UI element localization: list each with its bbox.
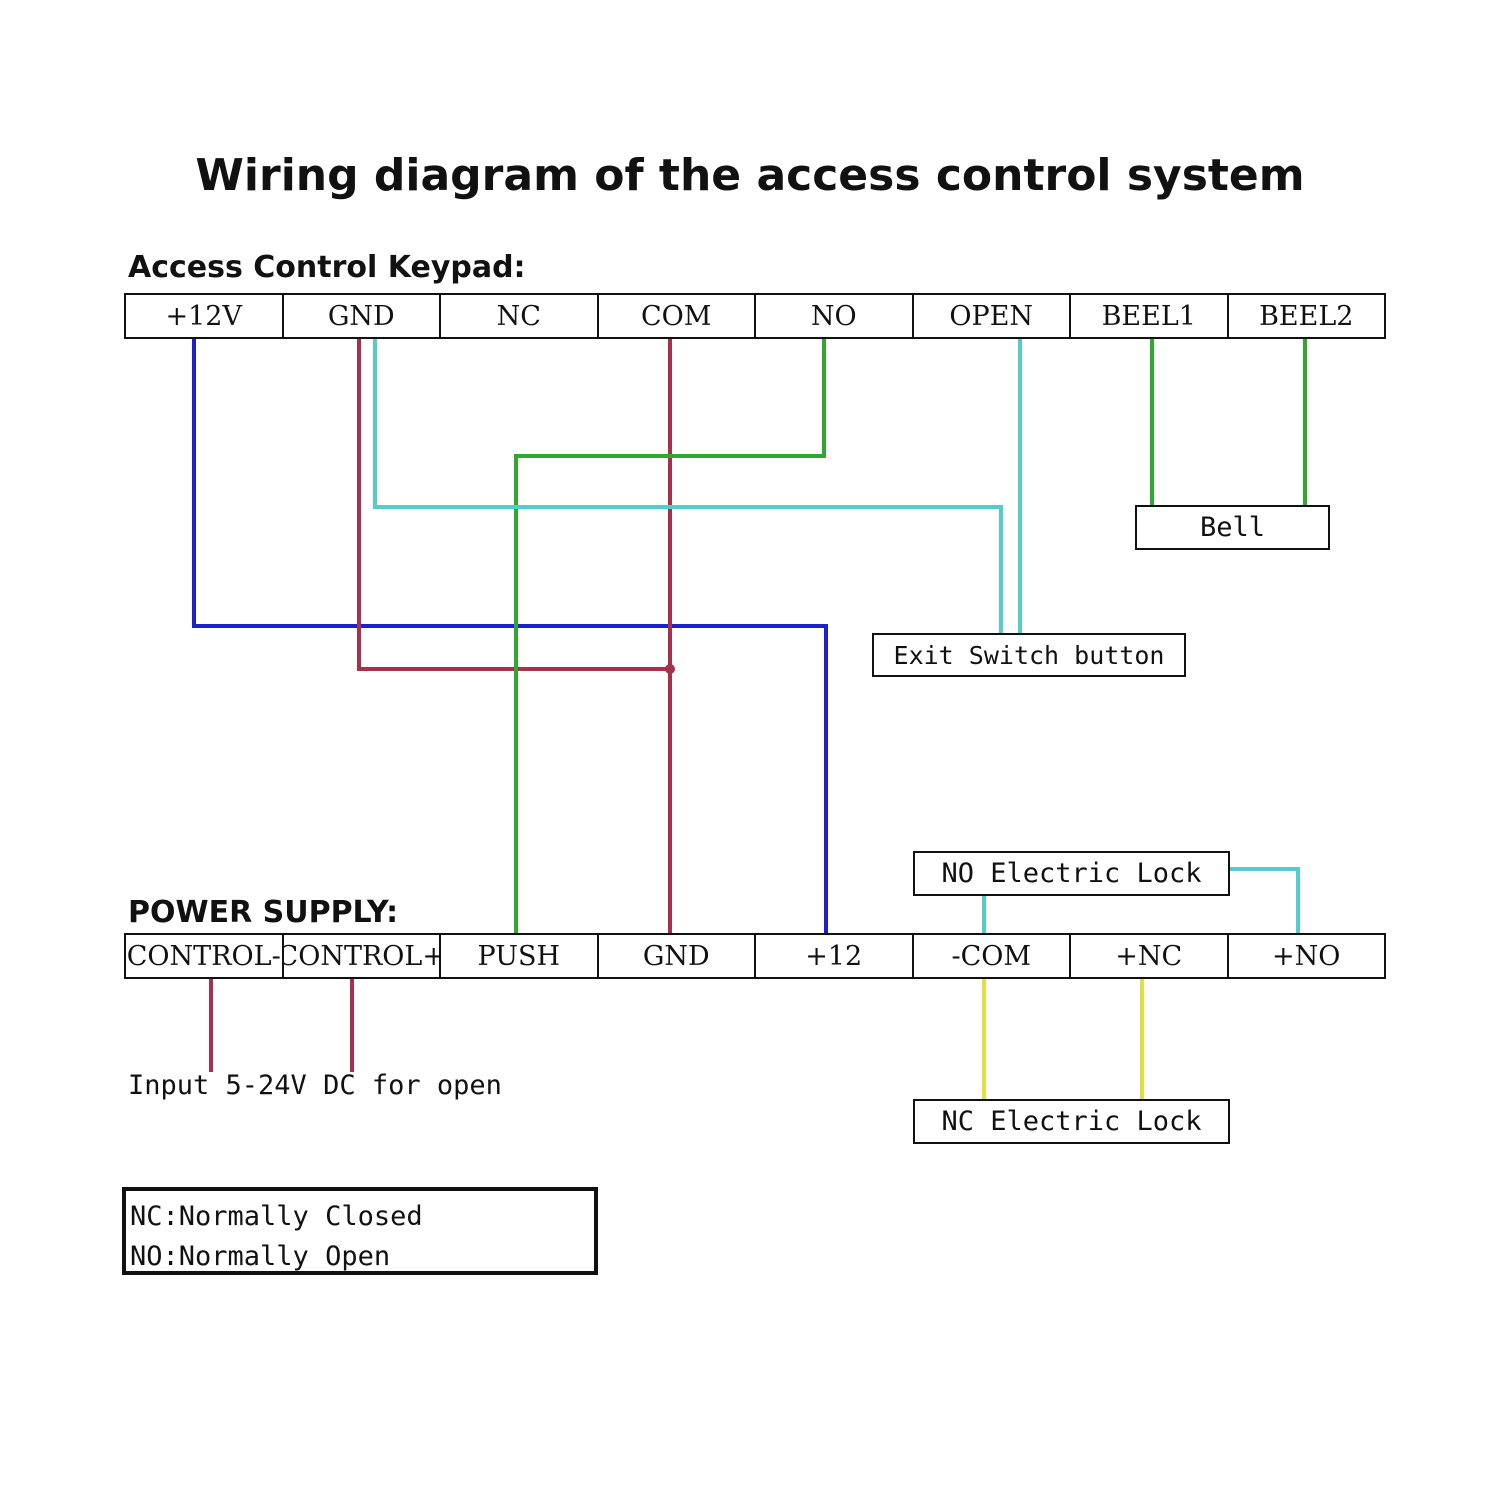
- exit-switch-box: Exit Switch button: [872, 633, 1186, 677]
- legend-no: NO:Normally Open: [130, 1241, 391, 1272]
- power-supply-terminal-strip: CONTROL- CONTROL+ PUSH GND +12 -COM +NC …: [124, 933, 1386, 979]
- wire-gnd-to-com: [357, 338, 670, 671]
- ps-terminal-push: PUSH: [441, 935, 599, 977]
- wire-nolock-to-plusno: [1229, 867, 1300, 935]
- keypad-terminal-beel2: BEEL2: [1259, 300, 1354, 332]
- ps-terminal-control-plus: CONTROL+: [284, 935, 441, 977]
- ps-terminal-control-minus: CONTROL-: [126, 935, 284, 977]
- junction-dot: [665, 664, 675, 674]
- keypad-terminal-gnd: GND: [284, 295, 441, 337]
- wire-12v: [192, 338, 828, 935]
- ps-terminal-plus-nc: +NC: [1071, 935, 1229, 977]
- keypad-label: Access Control Keypad:: [128, 250, 526, 285]
- keypad-terminal-com: COM: [599, 295, 756, 337]
- bell-box: Bell: [1135, 505, 1330, 550]
- power-supply-label: POWER SUPPLY:: [128, 895, 399, 930]
- keypad-terminal-strip: +12V GND NC COM NO OPEN BEEL1 BEEL2: [124, 293, 1386, 339]
- wire-no-to-push: [514, 338, 826, 935]
- legend-nc: NC:Normally Closed: [130, 1201, 423, 1232]
- keypad-terminal-open: OPEN: [914, 295, 1071, 337]
- legend-box: NC:Normally Closed NO:Normally Open: [122, 1187, 598, 1275]
- keypad-terminal-beel1: BEEL1: [1071, 295, 1229, 337]
- keypad-terminal-nc: NC: [441, 295, 599, 337]
- ps-terminal-gnd: GND: [599, 935, 756, 977]
- keypad-terminal-12v: +12V: [126, 295, 284, 337]
- ps-terminal-minus-com: -COM: [914, 935, 1071, 977]
- keypad-terminal-no: NO: [756, 295, 914, 337]
- diagram-title: Wiring diagram of the access control sys…: [195, 150, 1305, 201]
- nc-electric-lock-box: NC Electric Lock: [913, 1099, 1230, 1144]
- wire-gnd-to-exit: [373, 338, 1003, 634]
- no-electric-lock-box: NO Electric Lock: [913, 851, 1230, 896]
- ps-terminal-plus-no: +NO: [1272, 940, 1341, 972]
- input-voltage-note: Input 5-24V DC for open: [128, 1070, 502, 1101]
- ps-terminal-12: +12: [756, 935, 914, 977]
